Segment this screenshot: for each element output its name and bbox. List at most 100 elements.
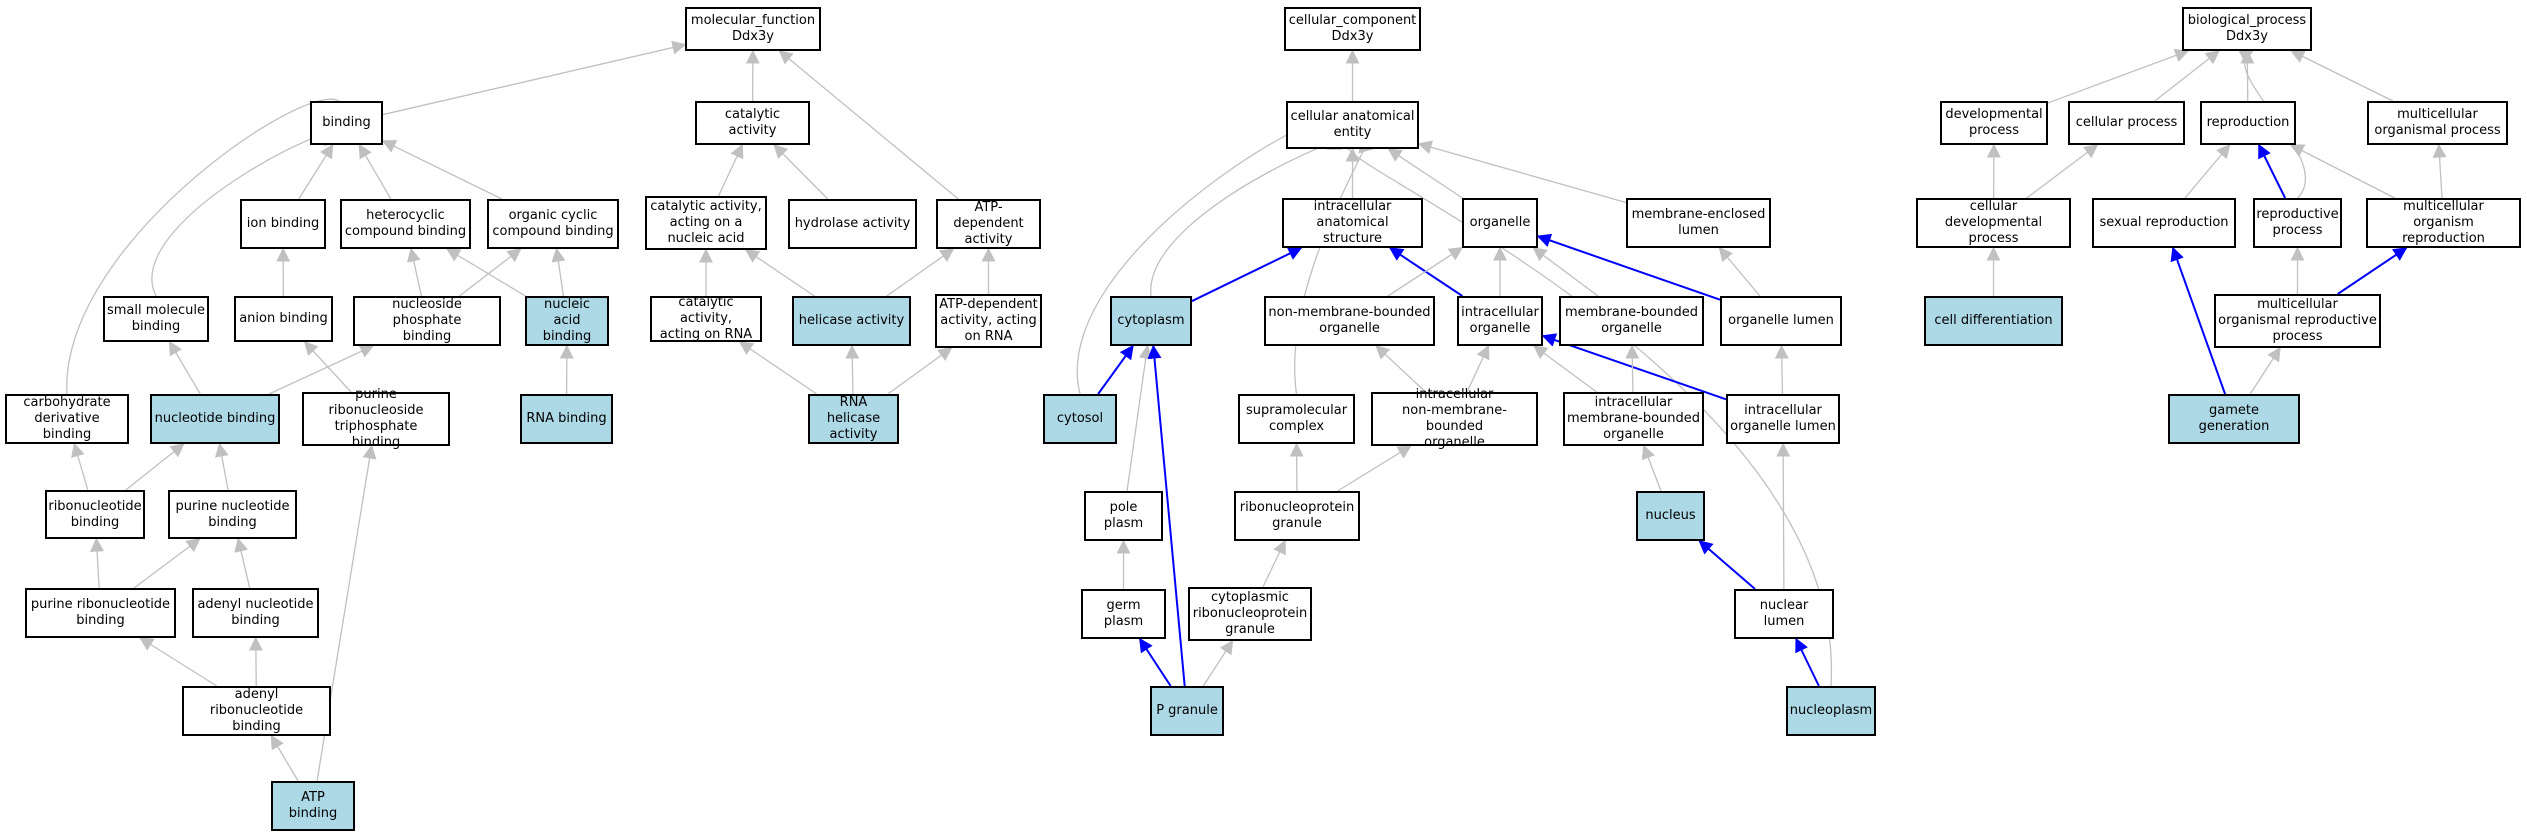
node-cytoplasmic-ribonucleoprotein-granule[interactable]: cytoplasmic ribonucleoprotein granule (1188, 587, 1312, 641)
node-ribonucleotide-binding[interactable]: ribonucleotide binding (45, 490, 145, 539)
edge-reproductive-process-to-reproduction (2257, 143, 2287, 199)
edge-rna-helicase-activity-to-atp-dependent-rna (887, 347, 953, 395)
node-atp-dependent-activity-rna[interactable]: ATP-dependent activity, acting on RNA (935, 294, 1042, 348)
node-multicellular-organismal-reproductive-process[interactable]: multicellular organismal reproductive pr… (2214, 294, 2381, 348)
edge-catalytic-nucleic-acid-to-catalytic-activity (717, 143, 744, 197)
node-cell-differentiation[interactable]: cell differentiation (1924, 296, 2063, 346)
node-intracellular-organelle[interactable]: intracellular organelle (1457, 296, 1543, 346)
node-organelle-lumen[interactable]: organelle lumen (1720, 296, 1842, 346)
node-catalytic-activity[interactable]: catalytic activity (695, 101, 810, 145)
node-nucleoplasm[interactable]: nucleoplasm (1786, 686, 1876, 736)
edge-cellular-developmental-process-to-cellular-process (2026, 144, 2099, 199)
node-developmental-process[interactable]: developmental process (1940, 101, 2048, 145)
node-organic-cyclic-compound-binding[interactable]: organic cyclic compound binding (487, 199, 619, 249)
node-germ-plasm[interactable]: germ plasm (1081, 589, 1166, 639)
node-adenyl-nucleotide-binding[interactable]: adenyl nucleotide binding (192, 588, 319, 638)
edge-nuclear-lumen-to-intracellular-organelle-lumen (1776, 442, 1791, 590)
node-multicellular-organism-reproduction[interactable]: multicellular organism reproduction (2366, 198, 2521, 248)
node-nucleic-acid-binding[interactable]: nucleic acid binding (525, 296, 609, 346)
node-nucleoside-phosphate-binding[interactable]: nucleoside phosphate binding (353, 296, 501, 346)
node-biological-process-root[interactable]: biological_process Ddx3y (2182, 7, 2312, 51)
node-pole-plasm[interactable]: pole plasm (1084, 491, 1163, 541)
node-cellular-component-root[interactable]: cellular_component Ddx3y (1284, 7, 1421, 51)
node-p-granule[interactable]: P granule (1150, 686, 1224, 736)
edge-organic-cyclic-compound-binding-to-binding (381, 140, 503, 200)
node-binding[interactable]: binding (310, 101, 383, 145)
node-heterocyclic-compound-binding[interactable]: heterocyclic compound binding (340, 199, 471, 249)
node-non-membrane-bounded-organelle[interactable]: non-membrane-bounded organelle (1264, 296, 1435, 346)
node-ion-binding[interactable]: ion binding (240, 199, 326, 249)
node-reproductive-process[interactable]: reproductive process (2253, 198, 2342, 248)
node-reproduction[interactable]: reproduction (2200, 101, 2296, 145)
edge-purine-ribonucleotide-binding-to-purine-nucleotide-binding (133, 538, 201, 589)
node-cytoplasm[interactable]: cytoplasm (1110, 296, 1192, 346)
node-purine-ribonucleotide-binding[interactable]: purine ribonucleotide binding (25, 588, 176, 638)
node-membrane-bounded-organelle[interactable]: membrane-bounded organelle (1559, 296, 1704, 346)
node-cellular-anatomical-entity[interactable]: cellular anatomical entity (1286, 101, 1419, 149)
node-purine-nucleotide-binding[interactable]: purine nucleotide binding (168, 490, 297, 539)
edge-organelle-lumen-to-membrane-enclosed-lumen (1718, 246, 1761, 297)
edge-intracellular-non-membrane-bounded-organelle-to-non-membrane-bounded-organelle (1375, 345, 1427, 393)
node-anion-binding[interactable]: anion binding (234, 296, 333, 342)
node-small-molecule-binding[interactable]: small molecule binding (103, 296, 209, 342)
node-gamete-generation[interactable]: gamete generation (2168, 394, 2300, 444)
node-molecular-function-root[interactable]: molecular_function Ddx3y (685, 7, 821, 51)
node-catalytic-activity-rna[interactable]: catalytic activity, acting on RNA (650, 295, 762, 342)
edge-ribonucleotide-binding-to-nucleotide-binding (125, 443, 185, 491)
edge-adenyl-ribonucleotide-binding-to-purine-ribonucleotide-binding (139, 637, 218, 687)
node-nucleotide-binding[interactable]: nucleotide binding (150, 394, 280, 444)
node-cellular-process[interactable]: cellular process (2068, 101, 2185, 145)
node-cellular-developmental-process[interactable]: cellular developmental process (1916, 198, 2071, 248)
edge-intracellular-organelle-lumen-to-organelle-lumen (1774, 344, 1789, 395)
node-intracellular-non-membrane-bounded-organelle[interactable]: intracellular non-membrane-bounded organ… (1371, 387, 1538, 450)
edge-cytoplasm-to-intracellular-anatomical-structure (1191, 247, 1303, 302)
edge-binding-to-mf-root (382, 40, 687, 116)
edge-intracellular-organelle-lumen-to-intracellular-organelle (1541, 333, 1727, 401)
edge-nucleoplasm-to-nuclear-lumen (1795, 637, 1820, 687)
edge-purine-ribonucleotide-binding-to-ribonucleotide-binding (90, 537, 105, 589)
node-rna-helicase-activity[interactable]: RNA helicase activity (808, 394, 899, 444)
node-carbohydrate-derivative-binding[interactable]: carbohydrate derivative binding (5, 394, 129, 444)
edge-supramolecular-complex-to-cellular-anatomical-entity (1294, 129, 1373, 395)
node-supramolecular-complex[interactable]: supramolecular complex (1238, 394, 1355, 444)
edge-ribonucleoprotein-granule-to-intracellular-non-membrane-bounded-organelle (1337, 445, 1412, 492)
node-multicellular-organismal-process[interactable]: multicellular organismal process (2367, 101, 2508, 145)
edge-nucleus-to-intracellular-membrane-bounded-organelle (1641, 444, 1662, 492)
node-catalytic-activity-nucleic-acid[interactable]: catalytic activity, acting on a nucleic … (645, 196, 767, 250)
node-adenyl-ribonucleotide-binding[interactable]: adenyl ribonucleotide binding (182, 686, 331, 736)
node-hydrolase-activity[interactable]: hydrolase activity (788, 199, 917, 249)
edge-nucleoside-phosphate-binding-to-heterocyclic-compound-binding (406, 247, 423, 297)
node-ribonucleoprotein-granule[interactable]: ribonucleoprotein granule (1234, 491, 1360, 541)
edge-cytosol-to-cytoplasm (1097, 344, 1134, 395)
edge-non-membrane-bounded-organelle-to-organelle (1387, 246, 1464, 297)
edge-gamete-generation-to-sexual-reproduction (2170, 246, 2227, 395)
node-intracellular-membrane-bounded-organelle[interactable]: intracellular membrane-bounded organelle (1563, 392, 1704, 446)
node-intracellular-anatomical-structure[interactable]: intracellular anatomical structure (1282, 198, 1423, 248)
edge-multicellular-organism-reproduction-to-reproduction (2289, 144, 2395, 199)
edge-p-granule-to-germ-plasm (1139, 637, 1172, 687)
node-helicase-activity[interactable]: helicase activity (792, 296, 911, 346)
edge-membrane-bounded-organelle-to-organelle (1532, 247, 1599, 297)
node-cytosol[interactable]: cytosol (1043, 394, 1117, 444)
edge-sexual-reproduction-to-reproduction (2184, 143, 2231, 199)
edge-nuclear-lumen-to-nucleus (1698, 540, 1756, 590)
node-atp-binding[interactable]: ATP binding (271, 781, 355, 831)
node-intracellular-organelle-lumen[interactable]: intracellular organelle lumen (1726, 394, 1840, 444)
node-organelle[interactable]: organelle (1462, 198, 1538, 248)
edge-ion-binding-to-binding (298, 143, 334, 200)
node-membrane-enclosed-lumen[interactable]: membrane-enclosed lumen (1626, 198, 1771, 248)
node-nuclear-lumen[interactable]: nuclear lumen (1734, 589, 1834, 639)
edge-helicase-activity-to-catalytic-nucleic-acid (744, 249, 815, 297)
edge-intracellular-membrane-bounded-organelle-to-intracellular-organelle (1532, 345, 1598, 393)
edge-cytoplasmic-ribonucleoprotein-granule-to-ribonucleoprotein-granule (1262, 539, 1286, 588)
node-atp-dependent-activity[interactable]: ATP-dependent activity (936, 199, 1041, 249)
edge-heterocyclic-compound-binding-to-binding (358, 143, 392, 200)
node-purine-ribonucleoside-triphosphate-binding[interactable]: purine ribonucleoside triphosphate bindi… (302, 387, 450, 450)
node-sexual-reproduction[interactable]: sexual reproduction (2092, 198, 2236, 248)
edge-atp-dependent-activity-to-mf-root (778, 50, 959, 200)
edge-helicase-activity-to-atp-dependent-activity (886, 248, 955, 297)
edge-intracellular-non-membrane-bounded-organelle-to-intracellular-organelle (1466, 344, 1490, 393)
node-rna-binding[interactable]: RNA binding (520, 394, 613, 444)
node-nucleus[interactable]: nucleus (1636, 491, 1705, 541)
